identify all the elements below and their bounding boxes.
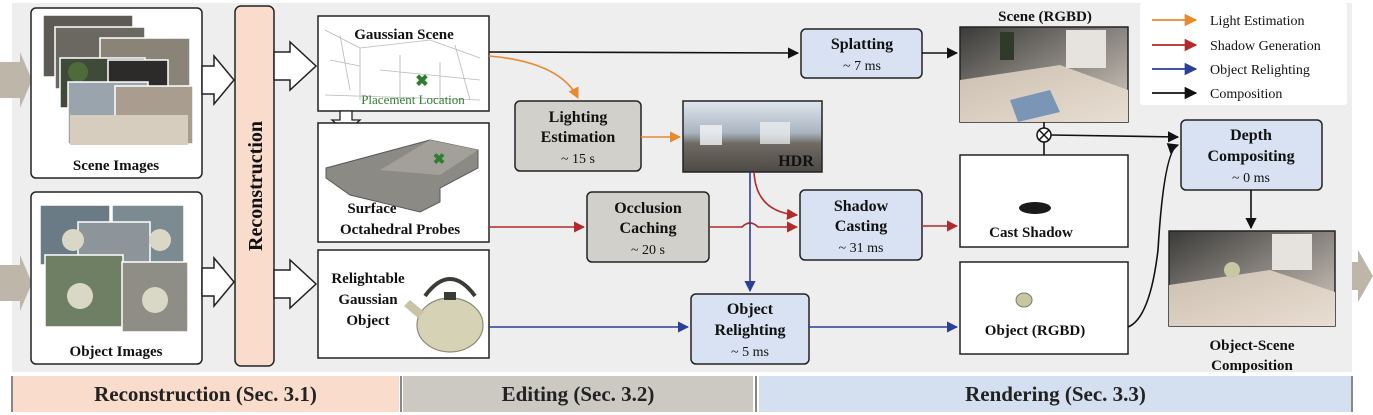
section-bar-editing <box>403 376 753 412</box>
composite-operator <box>1036 127 1052 143</box>
kettle-thumb-3 <box>67 283 93 309</box>
object-images-panel: Object Images <box>30 191 203 365</box>
cast-shadow-panel: Cast Shadow <box>959 154 1129 248</box>
sketch-scene-icon <box>324 29 481 104</box>
reconstruction-label: Reconstruction <box>245 121 267 251</box>
depth-line1: Depth <box>1230 127 1272 144</box>
relighting-line2: Relighting <box>714 322 785 339</box>
relightable-object-box: Relightable Gaussian Object <box>317 249 490 359</box>
legend-label-relight: Object Relighting <box>1210 63 1310 78</box>
hollow-arrow-scene-icon <box>201 53 235 107</box>
splatting-time: ~ 7 ms <box>843 59 881 74</box>
probes-label-line2: Octahedral Probes <box>340 222 460 238</box>
relightable-line3: Object <box>346 313 389 329</box>
occlusion-time: ~ 20 s <box>631 243 665 258</box>
splatting-box: Splatting ~ 7 ms <box>800 28 923 79</box>
probes-label-line1: Surface <box>347 201 396 217</box>
section-label-editing: Editing (Sec. 3.2) <box>501 381 655 406</box>
shadow-casting-box: Shadow Casting ~ 31 ms <box>799 189 923 261</box>
scene-rgbd-label: Scene (RGBD) <box>998 9 1092 25</box>
hdr-label: HDR <box>778 153 814 170</box>
shadow-line1: Shadow <box>834 198 889 215</box>
occlusion-line2: Caching <box>620 220 677 237</box>
gaussian-scene-title: Gaussian Scene <box>354 27 454 43</box>
lighting-line1: Lighting <box>549 109 608 126</box>
section-label-rendering: Rendering (Sec. 3.3) <box>965 381 1146 406</box>
cast-shadow-label: Cast Shadow <box>989 225 1073 241</box>
section-bar-rendering <box>759 376 1352 412</box>
composition-label-line2: Composition <box>1211 358 1293 374</box>
scene-rgbd-panel: Scene (RGBD) <box>959 9 1129 123</box>
gaussian-scene-box: Gaussian Scene ✖ Placement Location <box>317 15 490 112</box>
hollow-arrow-recon-object-icon <box>273 258 318 310</box>
lighting-line2: Estimation <box>541 129 616 146</box>
output-arrow-icon <box>1352 250 1373 302</box>
legend-label-light: Light Estimation <box>1210 14 1305 29</box>
scene-image-stack <box>42 14 194 145</box>
arrow-hdr-to-shadow <box>753 171 799 220</box>
shadow-time: ~ 31 ms <box>839 241 884 256</box>
probe-marker-icon: ✖ <box>433 152 446 168</box>
placement-marker-icon: ✖ <box>415 73 428 90</box>
hdr-panorama: HDR <box>682 100 823 173</box>
kettle-thumb-4 <box>142 287 168 313</box>
kettle-thumb-2 <box>149 229 171 251</box>
arrow-scene-to-splatting <box>488 47 800 59</box>
occlusion-line1: Occlusion <box>614 200 682 217</box>
arrow-scene-to-lighting <box>488 55 579 100</box>
composition-result: Object-Scene Composition <box>1168 230 1336 374</box>
placement-location-label: Placement Location <box>361 92 465 107</box>
object-rgbd-label: Object (RGBD) <box>985 323 1085 339</box>
reconstruction-box: Reconstruction <box>234 5 275 367</box>
depth-compositing-box: Depth Compositing ~ 0 ms <box>1180 119 1323 191</box>
input-arrow-object-icon <box>0 255 32 311</box>
relightable-line1: Relightable <box>331 271 405 287</box>
occlusion-caching-box: Occlusion Caching ~ 20 s <box>586 191 710 263</box>
scene-images-panel: Scene Images <box>30 7 203 179</box>
section-bar-reconstruction <box>12 376 399 412</box>
hollow-arrow-recon-scene-icon <box>273 40 318 92</box>
composition-label-line1: Object-Scene <box>1210 338 1295 354</box>
depth-line2: Compositing <box>1207 148 1294 165</box>
input-arrow-scene-icon <box>0 52 32 108</box>
lighting-estimation-box: Lighting Estimation ~ 15 s <box>514 100 642 172</box>
surface-probes-box: ✖ Surface Octahedral Probes <box>317 122 490 243</box>
relighting-line1: Object <box>727 301 774 318</box>
scene-images-label: Scene Images <box>73 158 159 174</box>
object-rgbd-panel: Object (RGBD) <box>959 261 1129 355</box>
relighting-time: ~ 5 ms <box>731 345 769 360</box>
legend-label-shadow: Shadow Generation <box>1210 39 1321 54</box>
arrow-object-to-depth <box>1127 143 1180 328</box>
kettle-thumb-1 <box>62 229 84 251</box>
legend: Light Estimation Shadow Generation Objec… <box>1140 3 1347 105</box>
section-label-reconstruction: Reconstruction (Sec. 3.1) <box>94 381 317 406</box>
object-relighting-box: Object Relighting ~ 5 ms <box>690 293 810 365</box>
splatting-label: Splatting <box>831 36 893 53</box>
shadow-line2: Casting <box>835 218 887 235</box>
relightable-line2: Gaussian <box>338 292 398 308</box>
legend-label-composition: Composition <box>1210 87 1282 102</box>
kettle-icon <box>404 277 484 353</box>
depth-time: ~ 0 ms <box>1232 171 1270 186</box>
object-image-stack <box>39 204 189 333</box>
object-images-label: Object Images <box>70 344 163 360</box>
hollow-arrow-object-icon <box>201 255 235 309</box>
arrow-composite-to-depth <box>1050 131 1180 143</box>
lighting-time: ~ 15 s <box>561 152 595 167</box>
